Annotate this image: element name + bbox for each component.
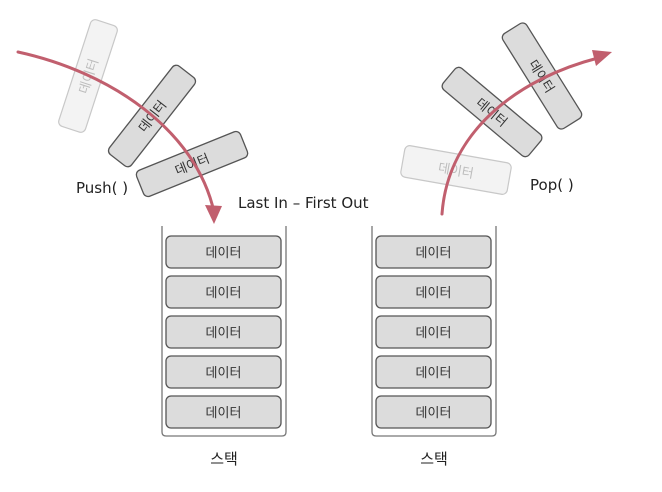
left-stack: 데이터 데이터 데이터 데이터 데이터 스택	[161, 226, 287, 468]
lifo-principle-label: Last In – First Out	[238, 194, 369, 212]
right-stack-item: 데이터	[375, 235, 492, 269]
right-stack-item-label: 데이터	[416, 406, 452, 421]
left-stack-item: 데이터	[165, 235, 282, 269]
left-stack-item-label: 데이터	[206, 286, 242, 301]
left-stack-item: 데이터	[165, 315, 282, 349]
pop-arrowhead	[592, 50, 612, 66]
left-stack-item: 데이터	[165, 355, 282, 389]
left-stack-item-label: 데이터	[206, 326, 242, 341]
left-stack-item-label: 데이터	[206, 246, 242, 261]
right-stack-item: 데이터	[375, 355, 492, 389]
left-stack-item: 데이터	[165, 275, 282, 309]
left-stack-item: 데이터	[165, 395, 282, 429]
right-stack-item: 데이터	[375, 315, 492, 349]
push-arrowhead	[205, 205, 222, 224]
right-stack-item-label: 데이터	[416, 366, 452, 381]
right-stack: 데이터 데이터 데이터 데이터 데이터 스택	[371, 226, 497, 468]
right-stack-item-label: 데이터	[416, 286, 452, 301]
pop-floating-block-faded: 데이터	[400, 145, 512, 195]
left-stack-item-label: 데이터	[206, 366, 242, 381]
right-stack-item: 데이터	[375, 275, 492, 309]
left-stack-label: 스택	[210, 450, 238, 468]
right-stack-label: 스택	[420, 450, 448, 468]
pop-label: Pop( )	[530, 176, 574, 194]
right-stack-item-label: 데이터	[416, 246, 452, 261]
push-arrow	[16, 50, 216, 214]
left-stack-item-label: 데이터	[206, 406, 242, 421]
right-stack-item-label: 데이터	[416, 326, 452, 341]
push-label: Push( )	[76, 179, 128, 197]
pop-floating-block-faded-label: 데이터	[437, 161, 475, 182]
right-stack-container	[371, 226, 497, 437]
right-stack-item: 데이터	[375, 395, 492, 429]
push-floating-block-near: 데이터	[135, 130, 249, 198]
pop-arrow	[440, 56, 600, 216]
left-stack-container	[161, 226, 287, 437]
